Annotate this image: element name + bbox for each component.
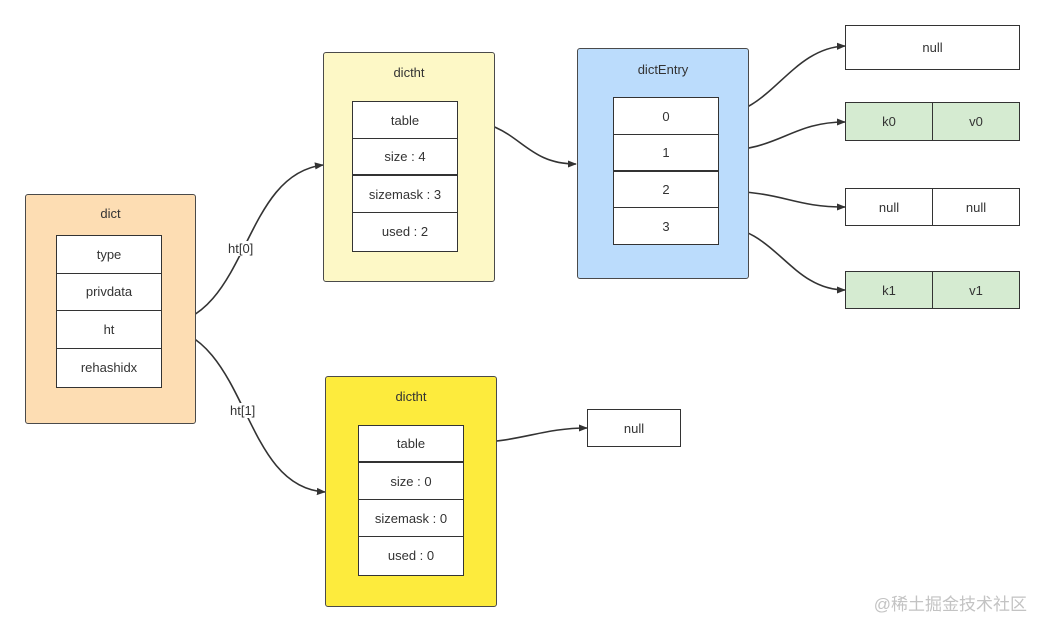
slot2-value: null: [932, 189, 1019, 225]
dictentry-slot-2: 2: [614, 172, 718, 208]
ht1-field-used: used : 0: [387, 548, 435, 563]
dict-title: dict: [100, 206, 121, 221]
slot1-key: k0: [882, 114, 896, 129]
dictentry-slots: 0 1 2 3: [613, 97, 719, 245]
dictht-ht1-fields: table size : 0 sizemask : 0 used : 0: [358, 425, 464, 576]
dict-field-rehashidx: rehashidx: [80, 359, 138, 375]
slot3-value: v1: [932, 272, 1019, 308]
dictentry-title: dictEntry: [637, 62, 689, 77]
ht0-field-table: table: [353, 102, 457, 139]
slot3-key: k1: [882, 282, 896, 298]
ht0-field-sizemask: sizemask : 3: [353, 176, 457, 213]
slot1-value: v0: [932, 103, 1019, 140]
slot2-entry-node: null null: [845, 188, 1020, 226]
dictentry-slot-0: 0: [614, 98, 718, 135]
slot3-entry-node: k1 v1: [845, 271, 1020, 309]
slot1-entry-node: k0 v0: [845, 102, 1020, 141]
dictentry-slot-3: 3: [662, 218, 670, 234]
ht1-field-table: table: [359, 426, 463, 463]
dict-field-privdata: privdata: [57, 274, 161, 311]
dict-field-type: type: [57, 236, 161, 274]
slot0-null-text: null: [922, 40, 943, 55]
ht0-field-used: used : 2: [381, 224, 429, 239]
ht1-field-sizemask: sizemask : 0: [359, 500, 463, 537]
slot0-null-node: null: [845, 25, 1020, 70]
ht0-field-size: size : 4: [353, 139, 457, 176]
dictentry-slot-1: 1: [614, 135, 718, 172]
edge-label-ht0: ht[0]: [227, 241, 255, 256]
ht1-table-null-text: null: [623, 420, 645, 436]
dictht-ht0-fields: table size : 4 sizemask : 3 used : 2: [352, 101, 458, 252]
dictentry-array: dictEntry 0 1 2 3: [577, 48, 749, 279]
dict-struct: dict type privdata ht rehashidx: [25, 194, 196, 424]
slot2-key: null: [878, 199, 900, 215]
dictht-ht1: dictht table size : 0 sizemask : 0 used …: [325, 376, 497, 607]
ht1-field-size: size : 0: [359, 463, 463, 500]
dictht-ht1-title: dictht: [395, 389, 427, 404]
watermark: @稀土掘金技术社区: [873, 595, 1027, 614]
edge-label-ht1: ht[1]: [229, 403, 257, 418]
dictht-ht0: dictht table size : 4 sizemask : 3 used …: [323, 52, 495, 282]
dict-fields: type privdata ht rehashidx: [56, 235, 162, 388]
dict-field-ht: ht: [57, 311, 161, 349]
dictht-ht0-title: dictht: [393, 65, 425, 80]
ht1-table-null-node: null: [587, 409, 681, 447]
